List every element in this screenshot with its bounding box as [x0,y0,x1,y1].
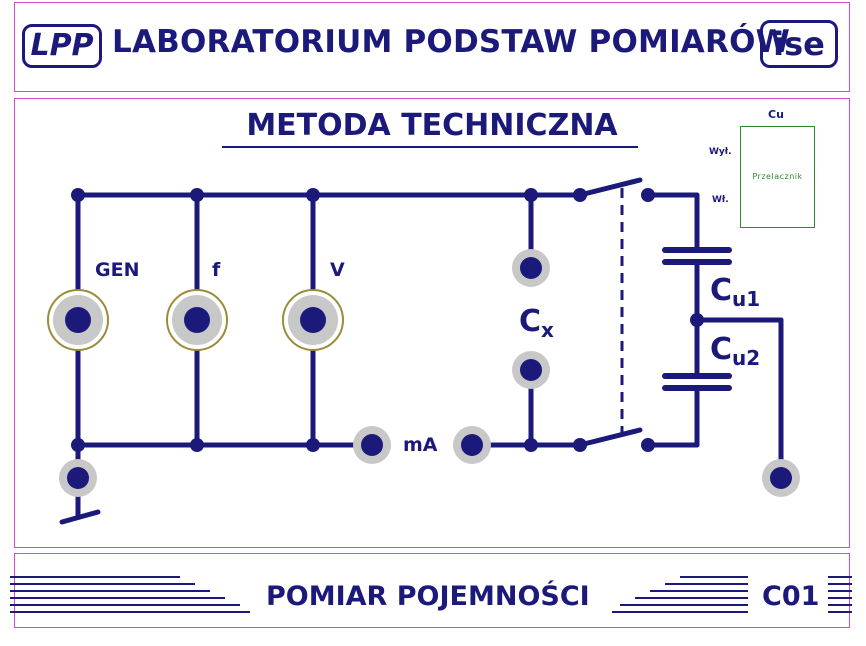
junction-dot [641,188,655,202]
lpp-logo: LPP [22,24,102,68]
method-title: METODA TECHNICZNA [246,108,618,143]
method-title-underline [222,146,638,148]
junction-dot [190,438,204,452]
v-terminal [282,289,344,351]
footer-title: POMIAR POJEMNOŚCI [266,581,590,612]
junction-dot [71,438,85,452]
ma-terminal-left [353,426,391,464]
junction-dot [573,188,587,202]
header-title: LABORATORIUM PODSTAW POMIARÓW [112,24,791,60]
switch-text: Przelacznik [752,172,803,181]
cx-label-sub: x [541,318,554,342]
switch-label-wl: Wł. [712,195,729,205]
switch-panel-title: Cu [768,108,784,121]
ground-terminal [59,459,97,497]
cx-terminal-bottom [512,351,550,389]
junction-dot [306,438,320,452]
v-label: V [330,259,345,281]
ise-logo: ise [760,20,838,68]
cx-label: Cx [519,304,554,342]
switch-label-wyl: Wył. [709,147,732,157]
header-frame [14,2,850,92]
ma-terminal-right [453,426,491,464]
junction-dot [306,188,320,202]
cu2-label: Cu2 [710,332,760,370]
cx-terminal-top [512,249,550,287]
junction-dot [524,438,538,452]
junction-dot [690,313,704,327]
cu-output-terminal [762,459,800,497]
ma-label: mA [403,434,438,456]
cx-label-main: C [519,304,542,339]
switch-top-blade [577,177,643,198]
main-frame [14,98,850,548]
junction-dot [71,188,85,202]
footer-code: C01 [762,581,820,612]
switch-bottom-blade [577,427,643,448]
cu2-label-main: C [710,332,733,367]
junction-dot [573,438,587,452]
f-terminal [166,289,228,351]
junction-dot [641,438,655,452]
junction-dot [190,188,204,202]
cu2-label-sub: u2 [732,346,761,370]
f-label: f [212,259,221,281]
cu1-label-sub: u1 [732,287,761,311]
gen-terminal [47,289,109,351]
cu1-label-main: C [710,273,733,308]
switch-toggle[interactable] [740,126,815,228]
gen-label: GEN [95,259,140,281]
cu1-label: Cu1 [710,273,760,311]
junction-dot [524,188,538,202]
